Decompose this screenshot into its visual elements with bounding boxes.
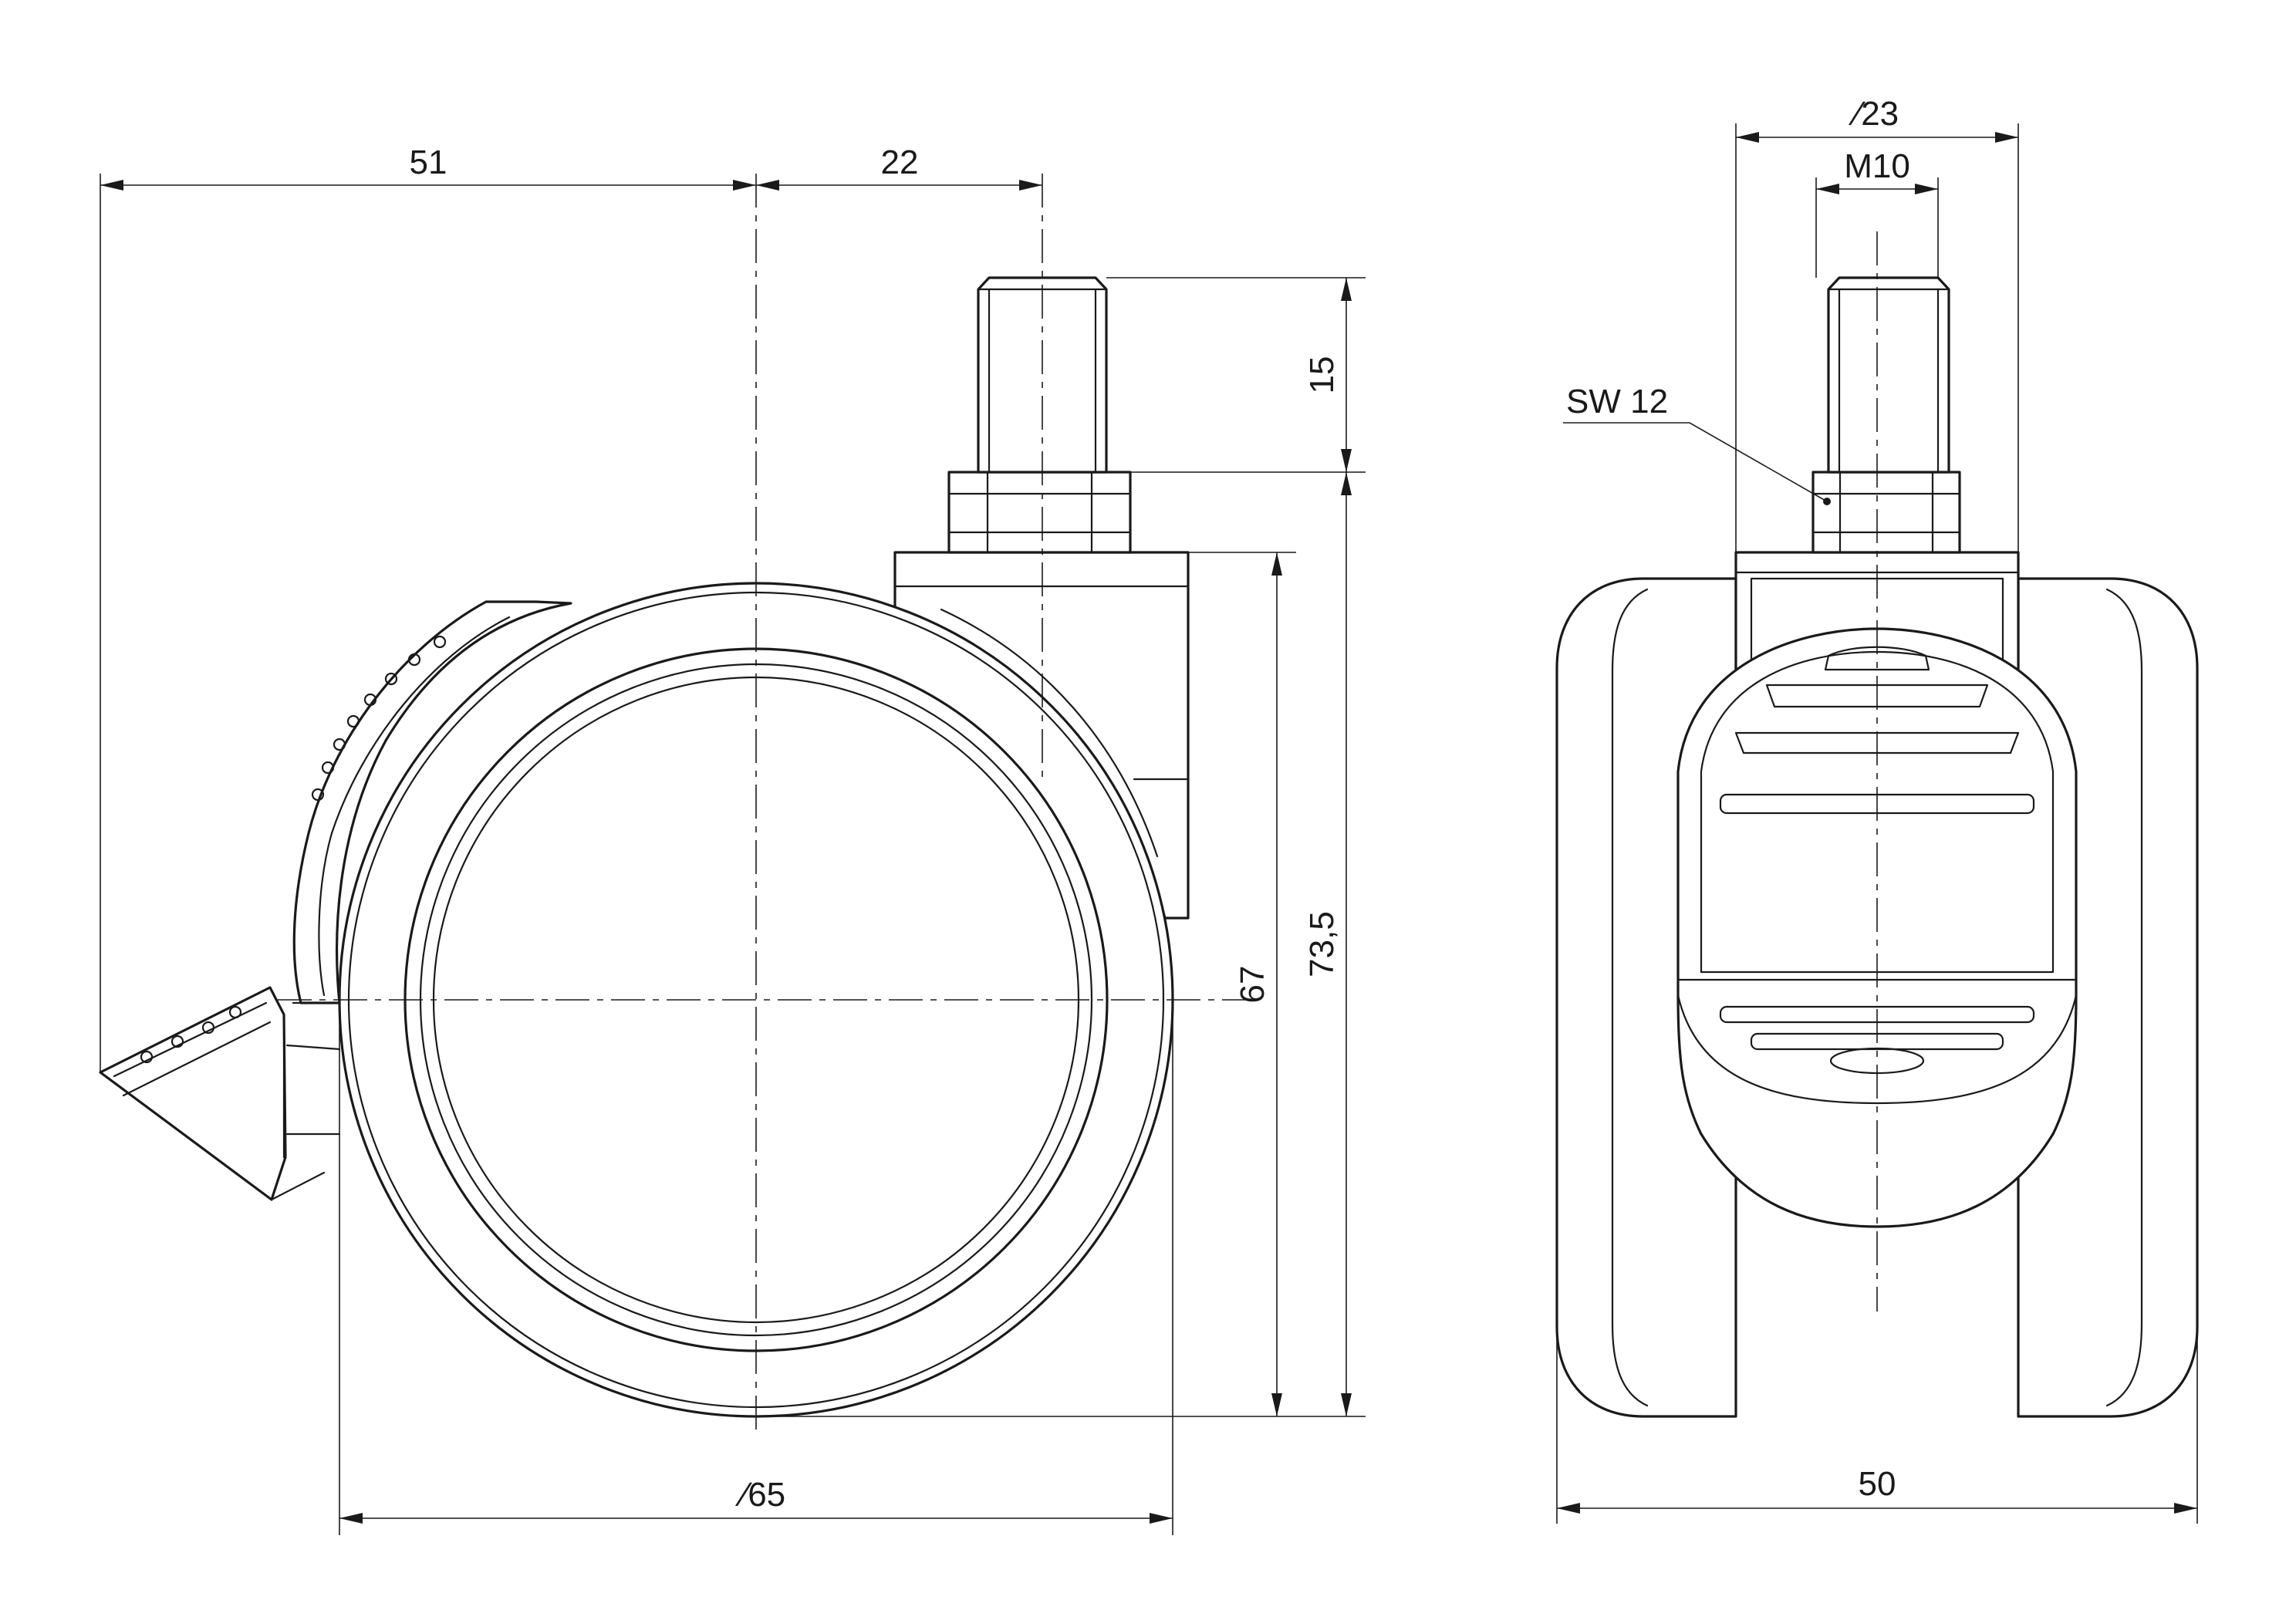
- dimension-hex-size: SW 12: [1563, 383, 1828, 502]
- dim-label-67: 67: [1234, 966, 1271, 1004]
- dimension-wheel-diameter: ∕65: [339, 1000, 1173, 1535]
- dim-label-diameter-23: ∕23: [1849, 95, 1899, 133]
- front-threaded-stem: [1827, 276, 1950, 474]
- hex-nut: [947, 471, 1132, 554]
- dim-label-73-5: 73,5: [1303, 911, 1341, 977]
- dim-label-15: 15: [1303, 356, 1341, 394]
- dimension-overall-height: 73,5: [756, 472, 1366, 1417]
- dim-label-m10: M10: [1844, 147, 1910, 185]
- brake-pedal: [99, 986, 341, 1201]
- dim-label-50: 50: [1859, 1465, 1896, 1503]
- dimension-housing-height: 67: [1188, 552, 1296, 1416]
- dim-label-51: 51: [410, 143, 447, 181]
- dim-label-22: 22: [881, 143, 919, 181]
- dim-label-sw12: SW 12: [1566, 383, 1668, 420]
- dimension-stem-length: 15: [1106, 277, 1366, 473]
- dim-label-diameter-65: ∕65: [735, 1476, 785, 1514]
- front-hex-nut: [1811, 471, 1961, 554]
- dimension-overall-length: 51: [100, 143, 756, 1072]
- dimension-overall-width: 50: [1556, 1327, 2198, 1524]
- dimension-collar-diameter: ∕23: [1735, 95, 2019, 552]
- dimension-stem-offset: 22: [756, 143, 1042, 191]
- front-view: ∕23 M10 SW 12 50: [1555, 95, 2199, 1524]
- side-view: 51 22 15 73,5: [99, 143, 1366, 1535]
- dimension-thread: M10: [1815, 147, 1939, 278]
